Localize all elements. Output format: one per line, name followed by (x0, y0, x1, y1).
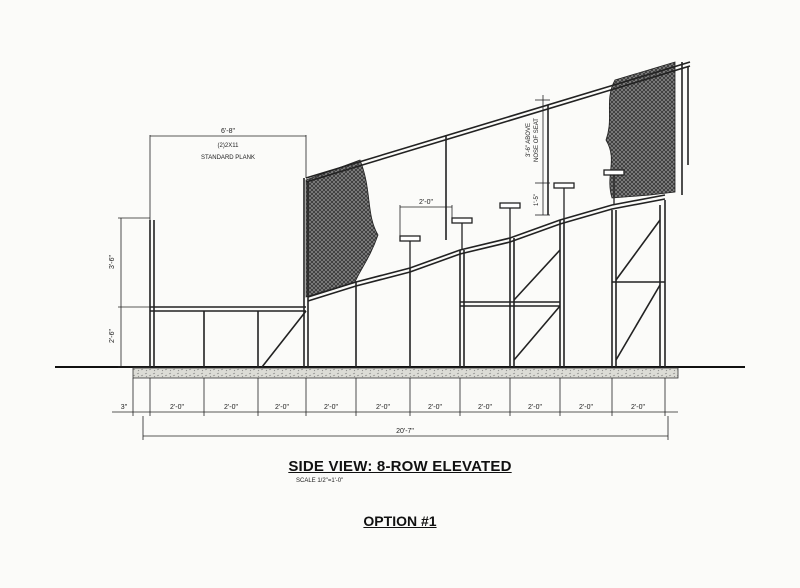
option-label: OPTION #1 (0, 513, 800, 529)
plank-dimension (149, 135, 307, 220)
plank-width-label: 6'-8" (221, 128, 235, 135)
rail-height-bottom-label: 2'-6" (109, 329, 116, 343)
bay-dim-7: 2'-0" (478, 404, 492, 411)
plank-size-label: (2)2X11 (218, 143, 240, 149)
seat-planks (399, 169, 625, 268)
front-mesh-panel (305, 159, 379, 298)
bay-dimension-line (112, 378, 678, 416)
row-spacing-dimension (399, 205, 453, 236)
bay-dim-0: 3" (121, 404, 128, 411)
option-label-text: OPTION #1 (363, 513, 437, 529)
overall-dimension-label: 20'-7" (396, 428, 414, 435)
bay-dim-8: 2'-0" (528, 404, 542, 411)
bay-dim-6: 2'-0" (428, 404, 442, 411)
above-seat-dimension (535, 95, 550, 216)
drawing-title-text: SIDE VIEW: 8-ROW ELEVATED (288, 458, 512, 475)
row-spacing-label: 2'-0" (419, 199, 433, 206)
rail-height-top-label: 3'-6" (109, 255, 116, 269)
bay-dim-4: 2'-0" (324, 404, 338, 411)
foundation-strip (132, 367, 679, 379)
plank-name-label: STANDARD PLANK (201, 155, 255, 161)
above-seat-label-line1: 3'-6" ABOVE (526, 123, 532, 157)
rear-mesh-panel (605, 61, 676, 199)
structure-frame (149, 61, 691, 368)
drawing-scale: SCALE 1/2"=1'-0" (296, 478, 344, 484)
above-seat-label-line2: NOSE OF SEAT (534, 118, 540, 162)
bay-dim-9: 2'-0" (579, 404, 593, 411)
bay-dim-3: 2'-0" (275, 404, 289, 411)
bay-dim-5: 2'-0" (376, 404, 390, 411)
rail-height-dimension (118, 217, 150, 368)
bay-dim-10: 2'-0" (631, 404, 645, 411)
overall-dimension-line (142, 416, 669, 440)
bay-dim-1: 2'-0" (170, 404, 184, 411)
riser-label: 1'-5" (534, 194, 540, 206)
drawing-title: SIDE VIEW: 8-ROW ELEVATED (0, 458, 800, 475)
bay-dim-2: 2'-0" (224, 404, 238, 411)
